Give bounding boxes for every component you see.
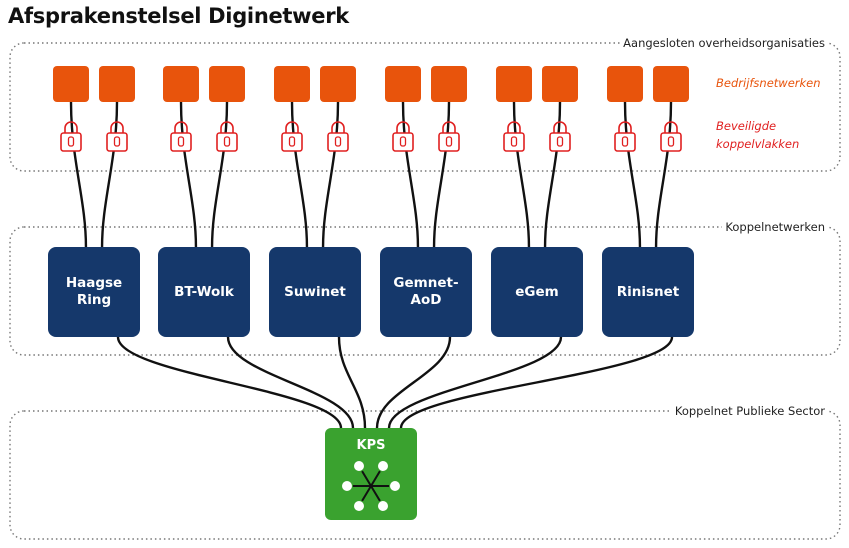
padlock-icon <box>549 121 571 152</box>
business-network-square <box>320 66 356 102</box>
network-node-gemnet-aod: Gemnet-AoD <box>380 247 472 337</box>
business-network-square <box>99 66 135 102</box>
connection-line <box>337 336 367 429</box>
padlock-icon <box>392 121 414 152</box>
network-node-bt-wolk: BT-Wolk <box>158 247 250 337</box>
business-network-square <box>431 66 467 102</box>
connection-line <box>210 101 229 248</box>
connection-line <box>543 101 562 248</box>
padlock-icon <box>438 121 460 152</box>
network-node-label: Gemnet-AoD <box>393 275 459 308</box>
padlock-icon <box>216 121 238 152</box>
legend-business-networks: Bedrijfsnetwerken <box>716 76 821 90</box>
network-node-label: BT-Wolk <box>174 283 234 300</box>
kps-hub-label: KPS <box>356 438 386 453</box>
network-node-label: Rinisnet <box>616 283 680 300</box>
connection-line <box>179 101 198 248</box>
business-network-square <box>542 66 578 102</box>
section-label-government: Aangesloten overheidsorganisaties <box>620 36 828 50</box>
padlock-icon <box>281 121 303 152</box>
network-node-haagse-ring: Haagse Ring <box>48 247 140 337</box>
padlock-icon <box>660 121 682 152</box>
business-network-square <box>607 66 643 102</box>
padlock-icon <box>503 121 525 152</box>
public-section-boundary <box>9 410 841 540</box>
business-network-square <box>53 66 89 102</box>
connection-line <box>654 101 673 248</box>
government-section-boundary <box>9 42 841 172</box>
interconnect-section-boundary <box>9 226 841 356</box>
business-network-square <box>163 66 199 102</box>
connection-line <box>375 336 452 429</box>
padlock-icon <box>106 121 128 152</box>
secure-interfaces <box>60 121 682 152</box>
hub-star-icon <box>341 460 401 512</box>
business-network-square <box>653 66 689 102</box>
section-label-interconnect: Koppelnetwerken <box>722 220 828 234</box>
business-network-square <box>496 66 532 102</box>
padlock-icon <box>170 121 192 152</box>
business-network-square <box>274 66 310 102</box>
connection-line <box>432 101 451 248</box>
connection-line <box>387 336 563 429</box>
connection-line <box>399 336 674 429</box>
connection-line <box>401 101 420 248</box>
section-label-public: Koppelnet Publieke Sector <box>671 404 828 418</box>
connection-line <box>226 336 355 429</box>
network-node-label: Haagse Ring <box>65 275 123 308</box>
business-network-square <box>385 66 421 102</box>
connection-line <box>512 101 531 248</box>
connection-line <box>321 101 340 248</box>
network-node-suwinet: Suwinet <box>269 247 361 337</box>
network-node-label: Suwinet <box>284 283 346 300</box>
network-node-label: eGem <box>515 283 559 300</box>
connection-line <box>116 336 343 429</box>
padlock-icon <box>327 121 349 152</box>
network-node-egem: eGem <box>491 247 583 337</box>
page-title: Afsprakenstelsel Diginetwerk <box>8 4 349 28</box>
connection-line <box>623 101 642 248</box>
legend-secure-interfaces: Beveiligde koppelvlakken <box>716 119 800 151</box>
padlock-icon <box>60 121 82 152</box>
connection-line <box>69 101 88 248</box>
network-node-rinisnet: Rinisnet <box>602 247 694 337</box>
business-network-square <box>209 66 245 102</box>
connection-line <box>290 101 309 248</box>
business-networks <box>53 66 689 102</box>
kps-hub: KPS <box>325 428 417 520</box>
connection-line <box>100 101 119 248</box>
padlock-icon <box>614 121 636 152</box>
